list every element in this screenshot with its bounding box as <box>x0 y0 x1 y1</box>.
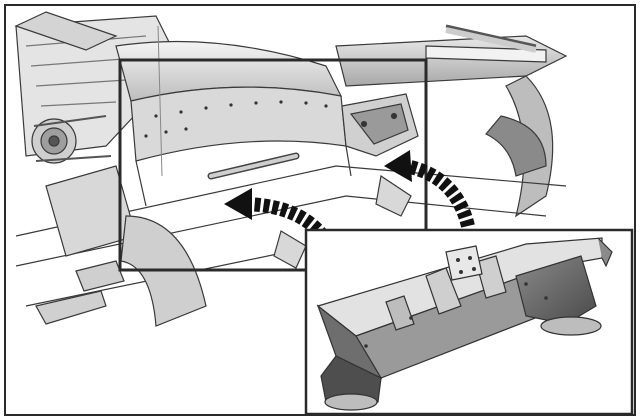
curved-arrow-left-icon <box>224 188 335 248</box>
detail-inset <box>304 228 634 414</box>
figure-frame <box>4 4 636 416</box>
curved-arrow-right-icon <box>384 150 475 228</box>
machine-illustration <box>14 11 634 414</box>
detail-bracket-drawing <box>316 237 613 411</box>
machine-overview <box>14 11 568 327</box>
